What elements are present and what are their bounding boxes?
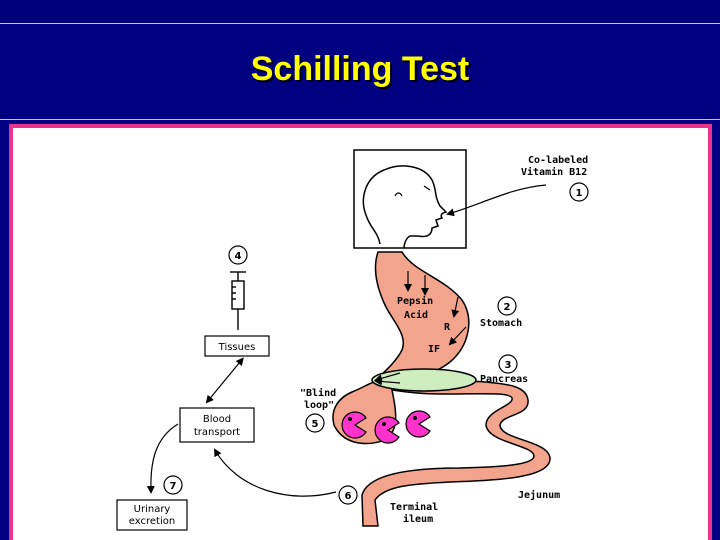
blind-loop-label-1: "Blind <box>300 387 336 399</box>
bacterium <box>374 416 400 444</box>
tissues-label: Tissues <box>218 342 256 353</box>
urinary-excretion-box <box>116 499 188 531</box>
urinary-label: Urinary <box>134 504 171 515</box>
bacterium <box>405 410 431 438</box>
r-label: R <box>444 322 451 333</box>
pepsin-label: Pepsin <box>397 295 433 307</box>
jejunum-label: Jejunum <box>518 489 560 501</box>
step-4-number: 4 <box>235 251 242 262</box>
acid-label: Acid <box>404 309 428 321</box>
pancreas-label: Pancreas <box>480 374 528 385</box>
co-labeled-label: Co-labeled <box>528 155 588 166</box>
stomach-label: Stomach <box>480 318 522 329</box>
title-band <box>0 23 720 120</box>
if-label: IF <box>428 344 440 355</box>
stomach-arrows <box>374 271 467 386</box>
syringe-icon <box>230 271 246 330</box>
step-3-marker <box>498 354 518 374</box>
terminal-label: Terminal <box>390 501 438 513</box>
step-1-number: 1 <box>576 188 583 199</box>
blind-loop-label-2: loop" <box>304 400 334 411</box>
step-3-number: 3 <box>505 360 512 371</box>
blood-transport-box <box>179 407 255 443</box>
step-2-marker <box>497 296 517 316</box>
step-5-marker <box>305 413 325 433</box>
step-6-marker <box>338 485 358 505</box>
blood-label: Blood <box>203 414 231 425</box>
ileum-label: ileum <box>403 513 433 525</box>
step-1-marker <box>569 182 589 202</box>
step-7-number: 7 <box>170 481 177 492</box>
head-illustration <box>353 149 467 249</box>
step-7-marker <box>163 475 183 495</box>
excretion-label: excretion <box>129 516 175 527</box>
step-6-number: 6 <box>345 491 352 502</box>
pancreas-shape <box>371 368 477 392</box>
step-markers: 1 2 3 4 5 6 7 <box>163 182 589 505</box>
bacteria-group <box>341 410 431 444</box>
tissues-box <box>204 335 270 357</box>
vitamin-b12-label: Vitamin B12 <box>521 166 587 178</box>
transport-label: transport <box>194 427 240 438</box>
connector-arrows <box>146 184 547 497</box>
step-2-number: 2 <box>504 302 511 313</box>
step-4-marker <box>228 245 248 265</box>
slide-title: Schilling Test <box>250 50 470 88</box>
step-5-number: 5 <box>312 419 319 430</box>
